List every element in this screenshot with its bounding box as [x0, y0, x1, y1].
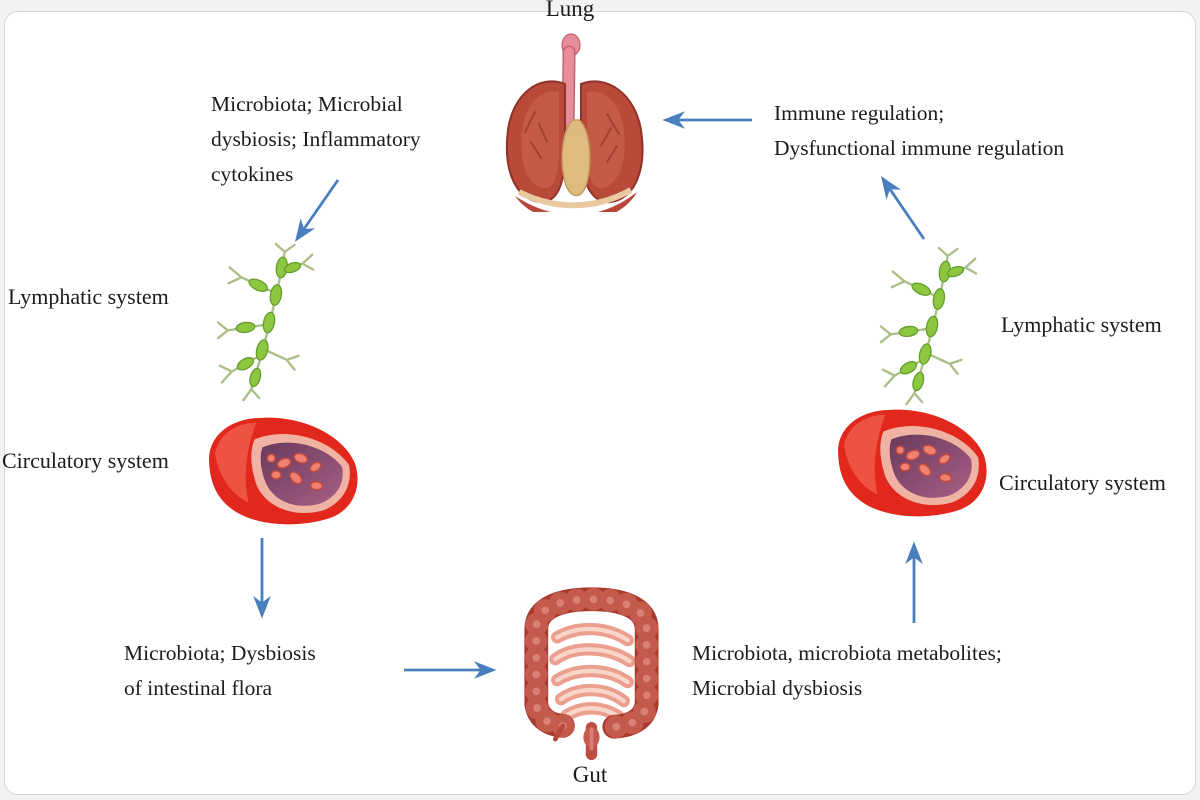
circulatory-left-label: Circulatory system [2, 448, 169, 473]
circulatory-right-label: Circulatory system [999, 470, 1166, 495]
lymphatic-right-label: Lymphatic system [1001, 312, 1162, 337]
lymphatic-left-label: Lymphatic system [8, 284, 169, 309]
annotation-microbiota-metabolites: Microbiota, microbiota metabolites; Micr… [692, 641, 1002, 700]
annotation-intestinal-dysbiosis: Microbiota; Dysbiosis of intestinal flor… [124, 641, 316, 700]
gut-illustration-icon [507, 585, 675, 761]
circulatory-left-illustration-icon [204, 406, 364, 534]
lung-illustration-icon [494, 32, 656, 212]
lymphatic-right-illustration-icon [879, 246, 987, 408]
annotation-microbial-dysbiosis: Microbiota; Microbial dysbiosis; Inflamm… [211, 92, 421, 186]
circulatory-right-illustration-icon [833, 398, 993, 526]
lung-label: Lung [545, 0, 595, 21]
lymphatic-left-illustration-icon [216, 242, 324, 404]
annotation-immune-regulation: Immune regulation; Dysfunctional immune … [774, 101, 1065, 160]
gut-label: Gut [572, 762, 608, 787]
